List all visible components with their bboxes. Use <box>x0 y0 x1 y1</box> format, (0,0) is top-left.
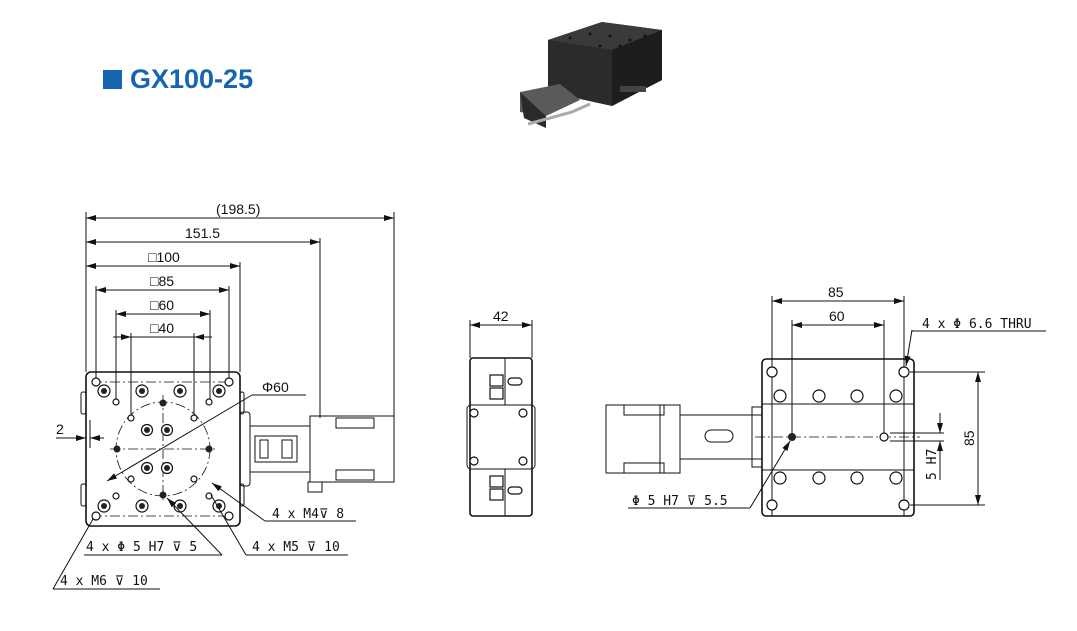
callout-m5-holes: 4 x M5 ⊽ 10 <box>252 540 340 555</box>
dim-overall-length: (198.5) <box>216 201 260 217</box>
callout-pin-holes: 4 x Φ 5 H7 ⊽ 5 <box>86 540 197 555</box>
dim-circle-diameter: Φ60 <box>262 379 289 395</box>
dim-plate-size: □100 <box>148 249 180 265</box>
dim-bottom-width-60: 60 <box>829 308 845 324</box>
dim-hole-pattern-40: □40 <box>150 320 174 336</box>
callout-m4-holes: 4 x M4⊽ 8 <box>272 507 344 522</box>
dim-hole-pattern-85: □85 <box>150 273 174 289</box>
callout-m6-holes: 4 x M6 ⊽ 10 <box>60 574 148 589</box>
dim-bottom-height-85: 85 <box>961 430 977 446</box>
dim-pin-diameter: 5 H7 <box>925 449 940 480</box>
product-photo <box>520 22 662 128</box>
top-view: (198.5) 151.5 □100 □85 □60 □40 <box>52 201 395 590</box>
title-square-icon <box>103 70 122 89</box>
dim-hole-pattern-60: □60 <box>150 297 174 313</box>
callout-thru-holes: 4 x Φ 6.6 THRU <box>922 317 1032 332</box>
bottom-view: 85 60 85 5 H7 4 x Φ 6.6 THRU <box>605 284 1046 517</box>
product-title-text: GX100-25 <box>130 64 254 94</box>
end-view: 42 <box>466 308 536 517</box>
callout-bottom-pin-hole: Φ 5 H7 ⊽ 5.5 <box>632 494 728 509</box>
product-title: GX100-25 <box>103 64 253 95</box>
dim-bottom-width-85: 85 <box>828 284 844 300</box>
dim-end-width: 42 <box>493 308 509 324</box>
dim-offset: 2 <box>56 421 64 437</box>
dim-length-to-motor: 151.5 <box>185 225 220 241</box>
